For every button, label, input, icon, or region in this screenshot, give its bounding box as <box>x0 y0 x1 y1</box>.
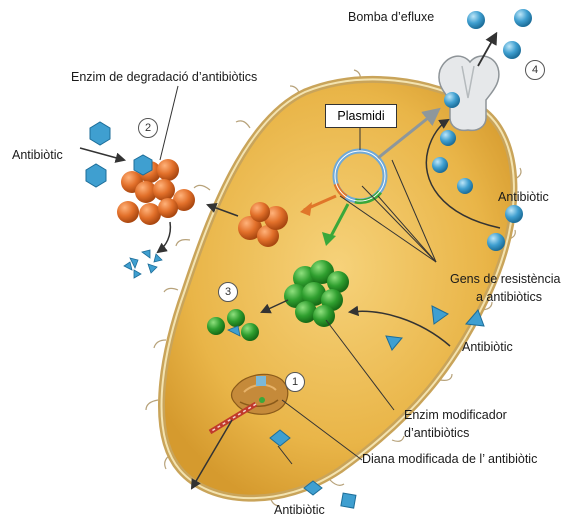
degradation-enzyme-outside <box>117 159 195 225</box>
efflux-pump-label: Bomba d’efluxe <box>348 10 434 25</box>
antibiotic-label-bottom: Antibiòtic <box>274 503 325 518</box>
antibiotic-label-right-top: Antibiòtic <box>498 190 549 205</box>
step-number-2: 2 <box>138 118 158 138</box>
step-number-1: 1 <box>285 372 305 392</box>
antibiotic-fragments <box>124 250 162 278</box>
resistance-genes-label-line2: a antibiòtics <box>476 290 542 305</box>
modified-target-label: Diana modificada de l’ antibiòtic <box>362 452 537 467</box>
antibiotic-label-right-bottom: Antibiòtic <box>462 340 513 355</box>
step-number-3: 3 <box>218 282 238 302</box>
antibiotic-label-left: Antibiòtic <box>12 148 63 163</box>
plasmid-label: Plasmidi <box>325 104 397 128</box>
degradation-enzyme-label: Enzim de degradació d’antibiòtics <box>71 70 257 85</box>
modifying-enzyme-label-line1: Enzim modificador <box>404 408 507 423</box>
resistance-genes-label-line1: Gens de resistència <box>450 272 560 287</box>
modifying-enzyme-label-line2: d’antibiòtics <box>404 426 469 441</box>
step-number-4: 4 <box>525 60 545 80</box>
